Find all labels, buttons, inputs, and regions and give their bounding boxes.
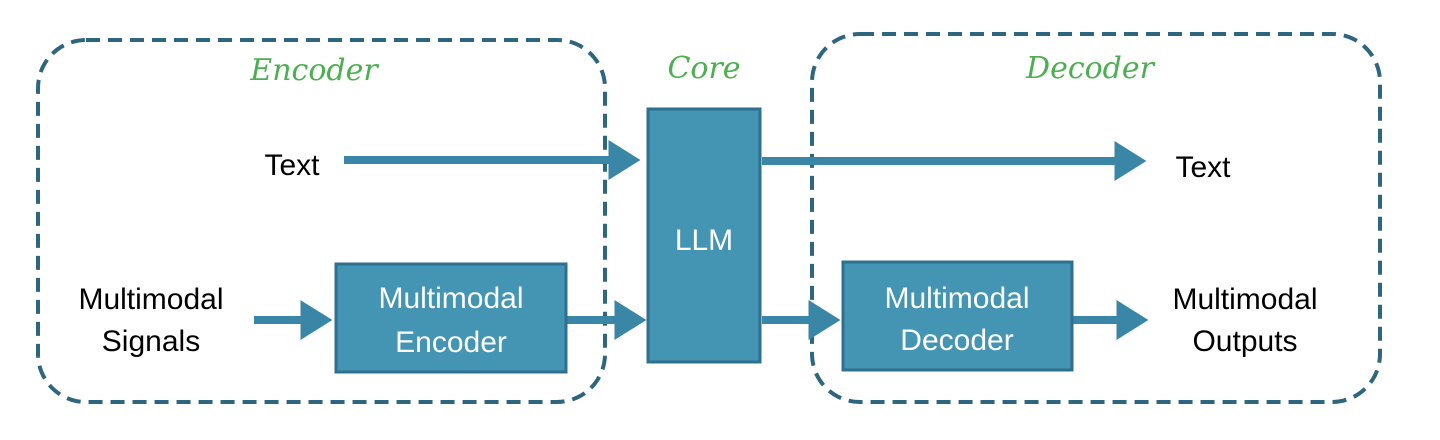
output-label-line2: Outputs [1192,325,1297,358]
encoder-dashed-region [36,38,607,404]
output-text-label: Text [1175,151,1231,184]
decoder-title: Decoder [1025,51,1156,86]
multimodal-decoder-label-line2: Decoder [900,324,1013,357]
multimodal-decoder-label-line1: Multimodal [884,282,1029,315]
output-label-line1: Multimodal [1172,283,1317,316]
input-signals-label-line1: Multimodal [78,283,223,316]
decoder-dashed-region [810,32,1382,404]
core-title: Core [667,51,740,86]
multimodal-decoder-block [841,260,1074,372]
multimodal-encoder-block [334,262,568,374]
llm-label: LLM [675,224,733,257]
multimodal-encoder-label-line2: Encoder [395,326,507,359]
input-text-label: Text [264,149,320,182]
encoder-title: Encoder [249,53,379,88]
multimodal-encoder-label-line1: Multimodal [378,282,523,315]
llm-block [646,107,762,364]
input-signals-label-line2: Signals [102,325,200,358]
